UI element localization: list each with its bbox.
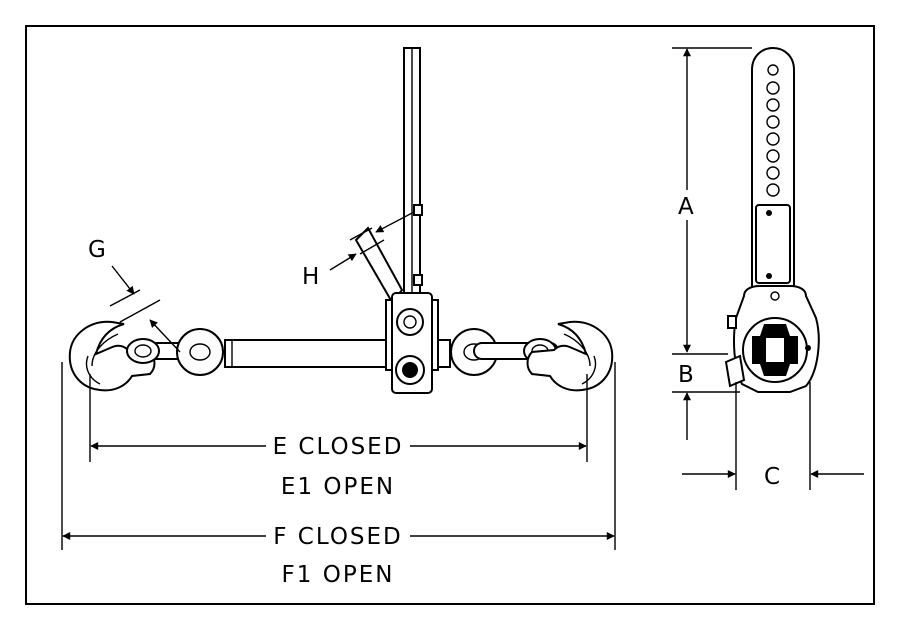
label-f-open: F1 OPEN xyxy=(282,562,395,588)
label-a: A xyxy=(678,194,696,220)
label-b: B xyxy=(678,362,696,388)
f-dimension: F CLOSED F1 OPEN xyxy=(61,362,616,588)
g-dimension: G xyxy=(88,237,181,353)
side-handle xyxy=(751,46,795,293)
front-view: G H E CLOSED E1 OPEN F CLOSED F1 OPEN xyxy=(61,47,616,588)
label-e-open: E1 OPEN xyxy=(281,474,395,500)
left-eye-ring xyxy=(176,328,224,376)
right-hook xyxy=(526,320,614,392)
label-c: C xyxy=(764,464,782,490)
h-dimension: H xyxy=(302,211,415,290)
label-f-closed: F CLOSED xyxy=(273,524,403,550)
e-dimension: E CLOSED E1 OPEN xyxy=(89,374,588,500)
label-g: G xyxy=(88,237,108,263)
left-hook xyxy=(68,320,156,392)
a-dimension: A xyxy=(672,47,752,353)
ratchet-handle xyxy=(354,47,423,319)
side-view: A B C xyxy=(672,46,864,490)
drawing-border xyxy=(25,25,875,605)
label-e-closed: E CLOSED xyxy=(273,434,404,460)
left-link xyxy=(126,338,160,364)
c-dimension: C xyxy=(682,382,864,490)
b-dimension: B xyxy=(672,353,740,440)
ratchet-body xyxy=(385,292,439,394)
label-h: H xyxy=(302,264,321,290)
side-ratchet-head xyxy=(724,285,820,393)
